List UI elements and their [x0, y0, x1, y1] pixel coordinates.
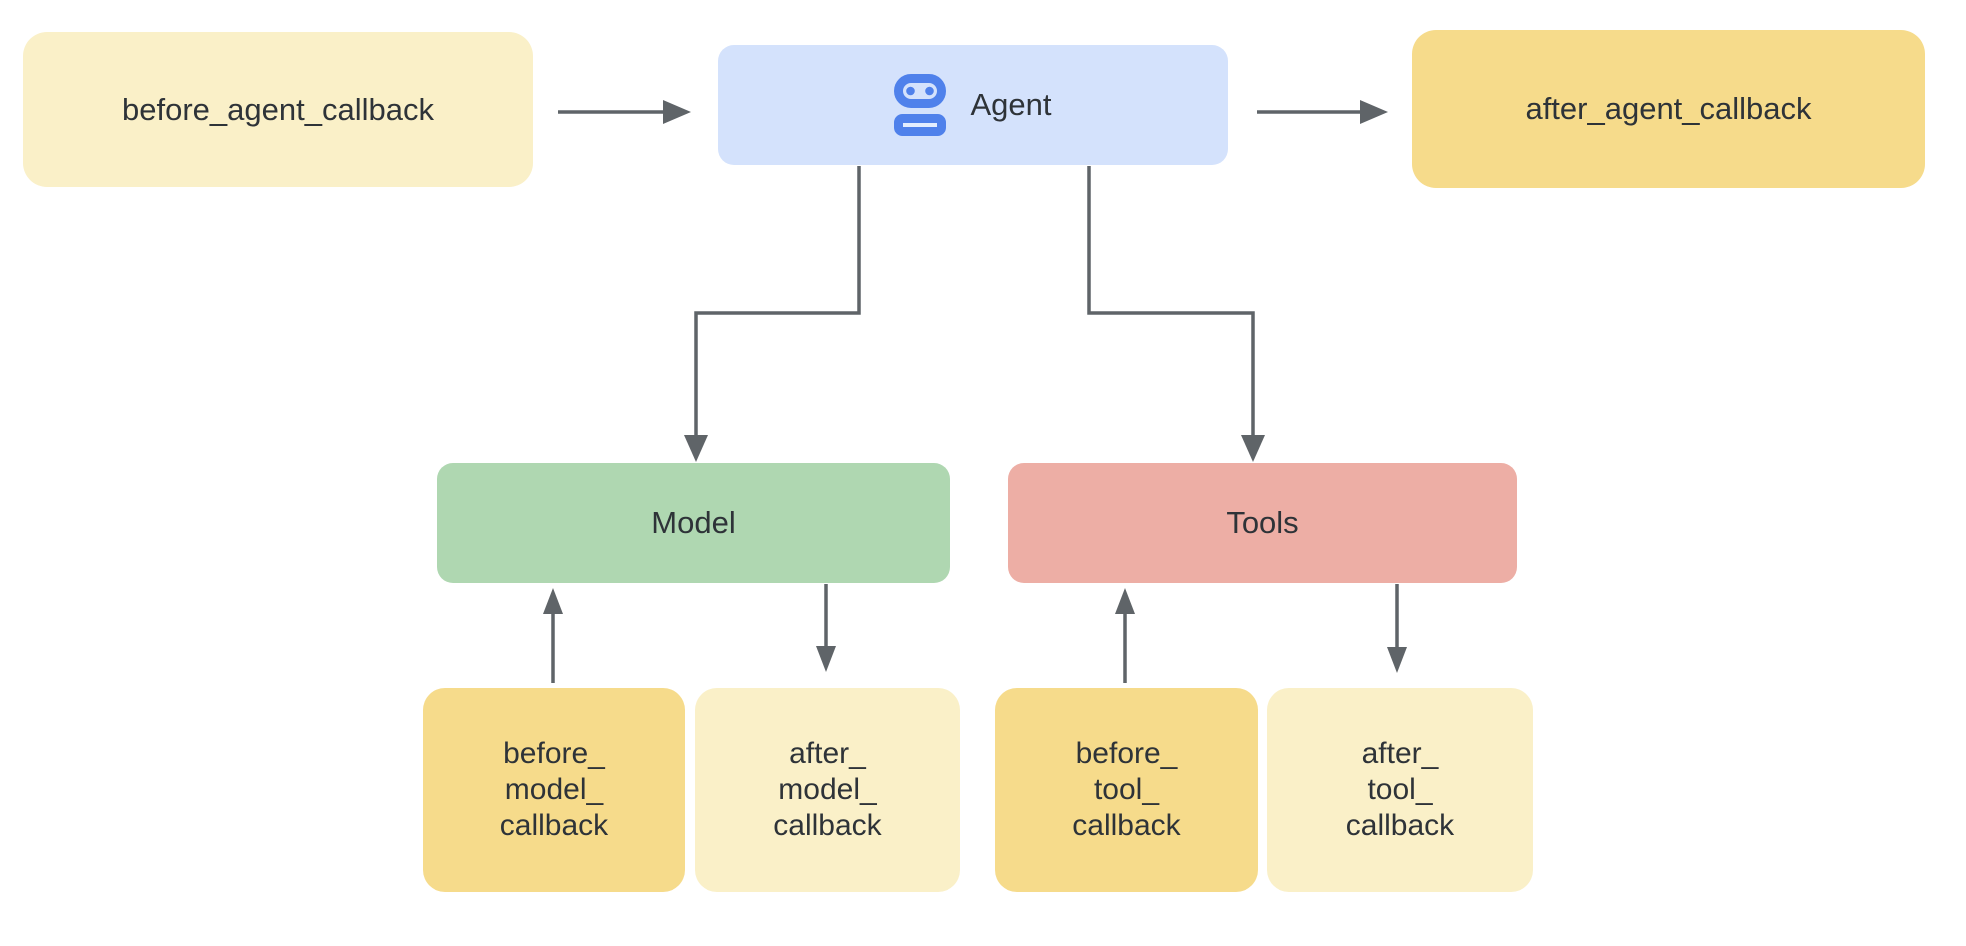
node-model-label: Model: [651, 505, 736, 540]
node-before-model-callback: before_ model_ callback: [423, 688, 685, 892]
node-tools-label: Tools: [1226, 505, 1299, 540]
edge-before-model-to-model-arrowhead: [543, 588, 563, 614]
node-after-tool-callback-label: after_ tool_ callback: [1345, 737, 1455, 842]
node-model: Model: [437, 463, 950, 583]
node-before-agent-callback: before_agent_callback: [23, 32, 533, 187]
node-after-model-callback-label: after_ model_ callback: [773, 737, 882, 842]
edge-agent-to-tools-arrowhead: [1241, 435, 1265, 462]
edge-model-to-after-model-arrowhead: [816, 646, 836, 672]
node-before-tool-callback: before_ tool_ callback: [995, 688, 1258, 892]
node-after-agent-callback-label: after_agent_callback: [1525, 91, 1812, 126]
edge-agent-to-model: [694, 166, 861, 437]
node-before-model-callback-label: before_ model_ callback: [499, 737, 609, 842]
node-after-tool-callback: after_ tool_ callback: [1267, 688, 1533, 892]
node-after-model-callback: after_ model_ callback: [695, 688, 960, 892]
node-before-tool-callback-label: before_ tool_ callback: [1072, 737, 1181, 842]
edge-tools-to-after-tool-arrowhead: [1387, 647, 1407, 673]
edge-agent-to-after-agent-arrowhead: [1360, 100, 1388, 124]
node-before-agent-callback-label: before_agent_callback: [122, 91, 434, 127]
node-tools: Tools: [1008, 463, 1517, 583]
robot-icon: [894, 74, 947, 136]
node-agent-label: Agent: [970, 87, 1052, 122]
edge-agent-to-model-arrowhead: [684, 435, 708, 462]
node-after-agent-callback: after_agent_callback: [1412, 30, 1925, 188]
node-agent: Agent: [718, 45, 1228, 165]
edge-agent-to-tools: [1087, 166, 1255, 437]
edge-before-agent-to-agent-arrowhead: [663, 100, 691, 124]
edge-before-tool-to-tools-arrowhead: [1115, 588, 1135, 614]
